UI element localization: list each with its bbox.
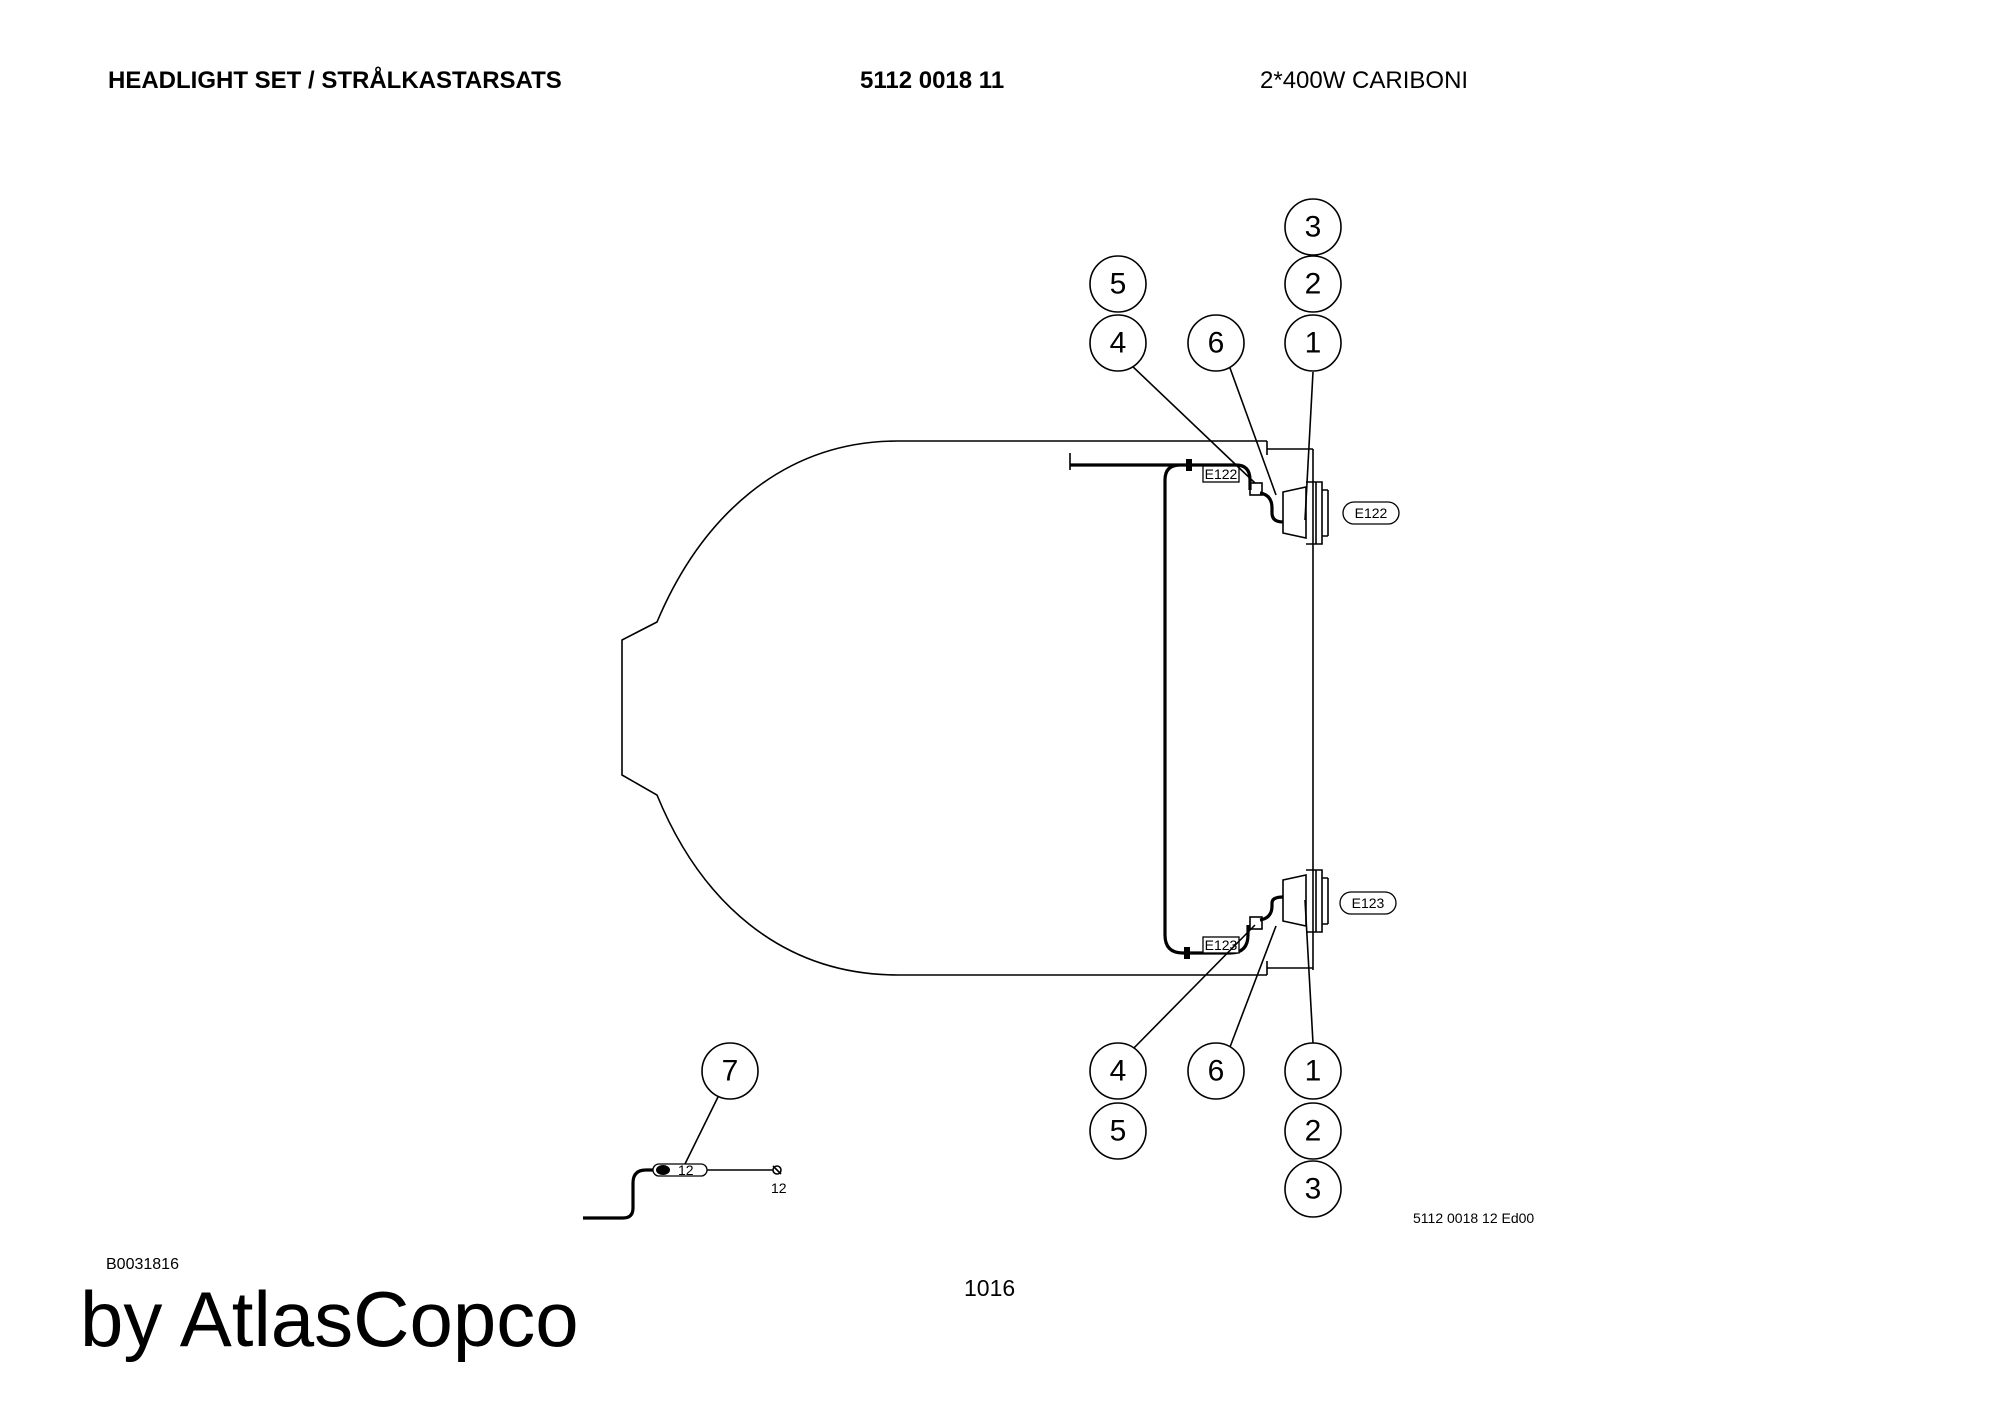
lamp-cable-bottom [1259,895,1284,922]
callout-top-2 [1284,255,1342,313]
headlight-e123-rim [1306,869,1323,933]
callout-bottom-2 [1284,1102,1342,1160]
tag-e122-text: E122 [1355,505,1388,521]
tag-e122-inline [1202,465,1240,483]
drawing-title: HEADLIGHT SET / STRÅLKASTARSATS [108,67,562,94]
leader-bottom-1 [1304,899,1314,1044]
lamp-cable-top [1259,491,1284,524]
callout-bottom-1 [1284,1042,1342,1100]
headlight-e122-tab [1322,489,1328,537]
connector-bottom [1184,947,1190,959]
leader-top-4 [1129,363,1256,484]
page-number: 1016 [964,1275,1016,1301]
tag-e123 [1339,891,1397,915]
callout-top-1 [1284,314,1342,372]
headlight-e123-tab [1322,877,1328,925]
callout-bottom-3 [1284,1160,1342,1218]
model-name: 2*400W CARIBONI [1260,67,1469,94]
callout-accessory-7 [701,1042,759,1100]
callout-bottom-3-text: 3 [1305,1173,1322,1206]
reference-code: B0031816 [106,1256,179,1273]
callout-bottom-5-text: 5 [1110,1115,1127,1148]
tag-e123-inline [1202,936,1240,954]
callout-top-6 [1187,314,1245,372]
leader-bottom-6 [1229,925,1277,1048]
callout-top-4 [1089,314,1147,372]
leader-top-1 [1304,371,1314,521]
callout-bottom-2-text: 2 [1305,1115,1322,1148]
callout-bottom-6 [1187,1042,1245,1100]
tag-e122 [1342,501,1400,525]
headlight-e122-body [1282,486,1307,539]
tag-e123-text: E123 [1352,895,1385,911]
part-number: 5112 0018 11 [860,67,1005,94]
brand-logo: by AtlasCopco [80,1275,579,1363]
accessory-terminal [772,1165,782,1175]
callout-top-5 [1089,255,1147,313]
harness-cable [1070,463,1250,955]
machine-outline [621,440,1267,976]
callout-top-3-text: 3 [1305,211,1322,244]
headlight-e122-rim [1306,481,1323,545]
callout-top-5-text: 5 [1110,268,1127,301]
headlight-e123-body [1282,874,1307,927]
leader-bottom-4 [1129,924,1256,1053]
callout-top-6-text: 6 [1208,327,1225,360]
junction-box-bottom [1249,916,1263,930]
callout-bottom-1-text: 1 [1305,1055,1322,1088]
callout-top-2-text: 2 [1305,268,1322,301]
callout-bottom-5 [1089,1102,1147,1160]
callout-top-4-text: 4 [1110,327,1127,360]
connector-top [1186,459,1192,471]
callout-accessory-7-text: 7 [722,1055,739,1088]
accessory-cable [583,1168,662,1220]
tag-e122-inline-text: E122 [1205,466,1238,482]
junction-box-top [1249,482,1263,496]
accessory-connector-label: 12 [678,1162,694,1178]
callout-bottom-4 [1089,1042,1147,1100]
callout-bottom-6-text: 6 [1208,1055,1225,1088]
accessory-plug [656,1165,670,1175]
accessory-terminal-slash [772,1165,782,1175]
accessory-terminal-label: 12 [771,1180,787,1196]
leader-accessory-7 [682,1096,719,1169]
callout-top-3 [1284,198,1342,256]
drawing-id: 5112 0018 12 Ed00 [1413,1210,1534,1226]
callout-bottom-4-text: 4 [1110,1055,1127,1088]
leader-top-6 [1229,367,1277,496]
callout-top-1-text: 1 [1305,327,1322,360]
tag-e123-inline-text: E123 [1205,937,1238,953]
